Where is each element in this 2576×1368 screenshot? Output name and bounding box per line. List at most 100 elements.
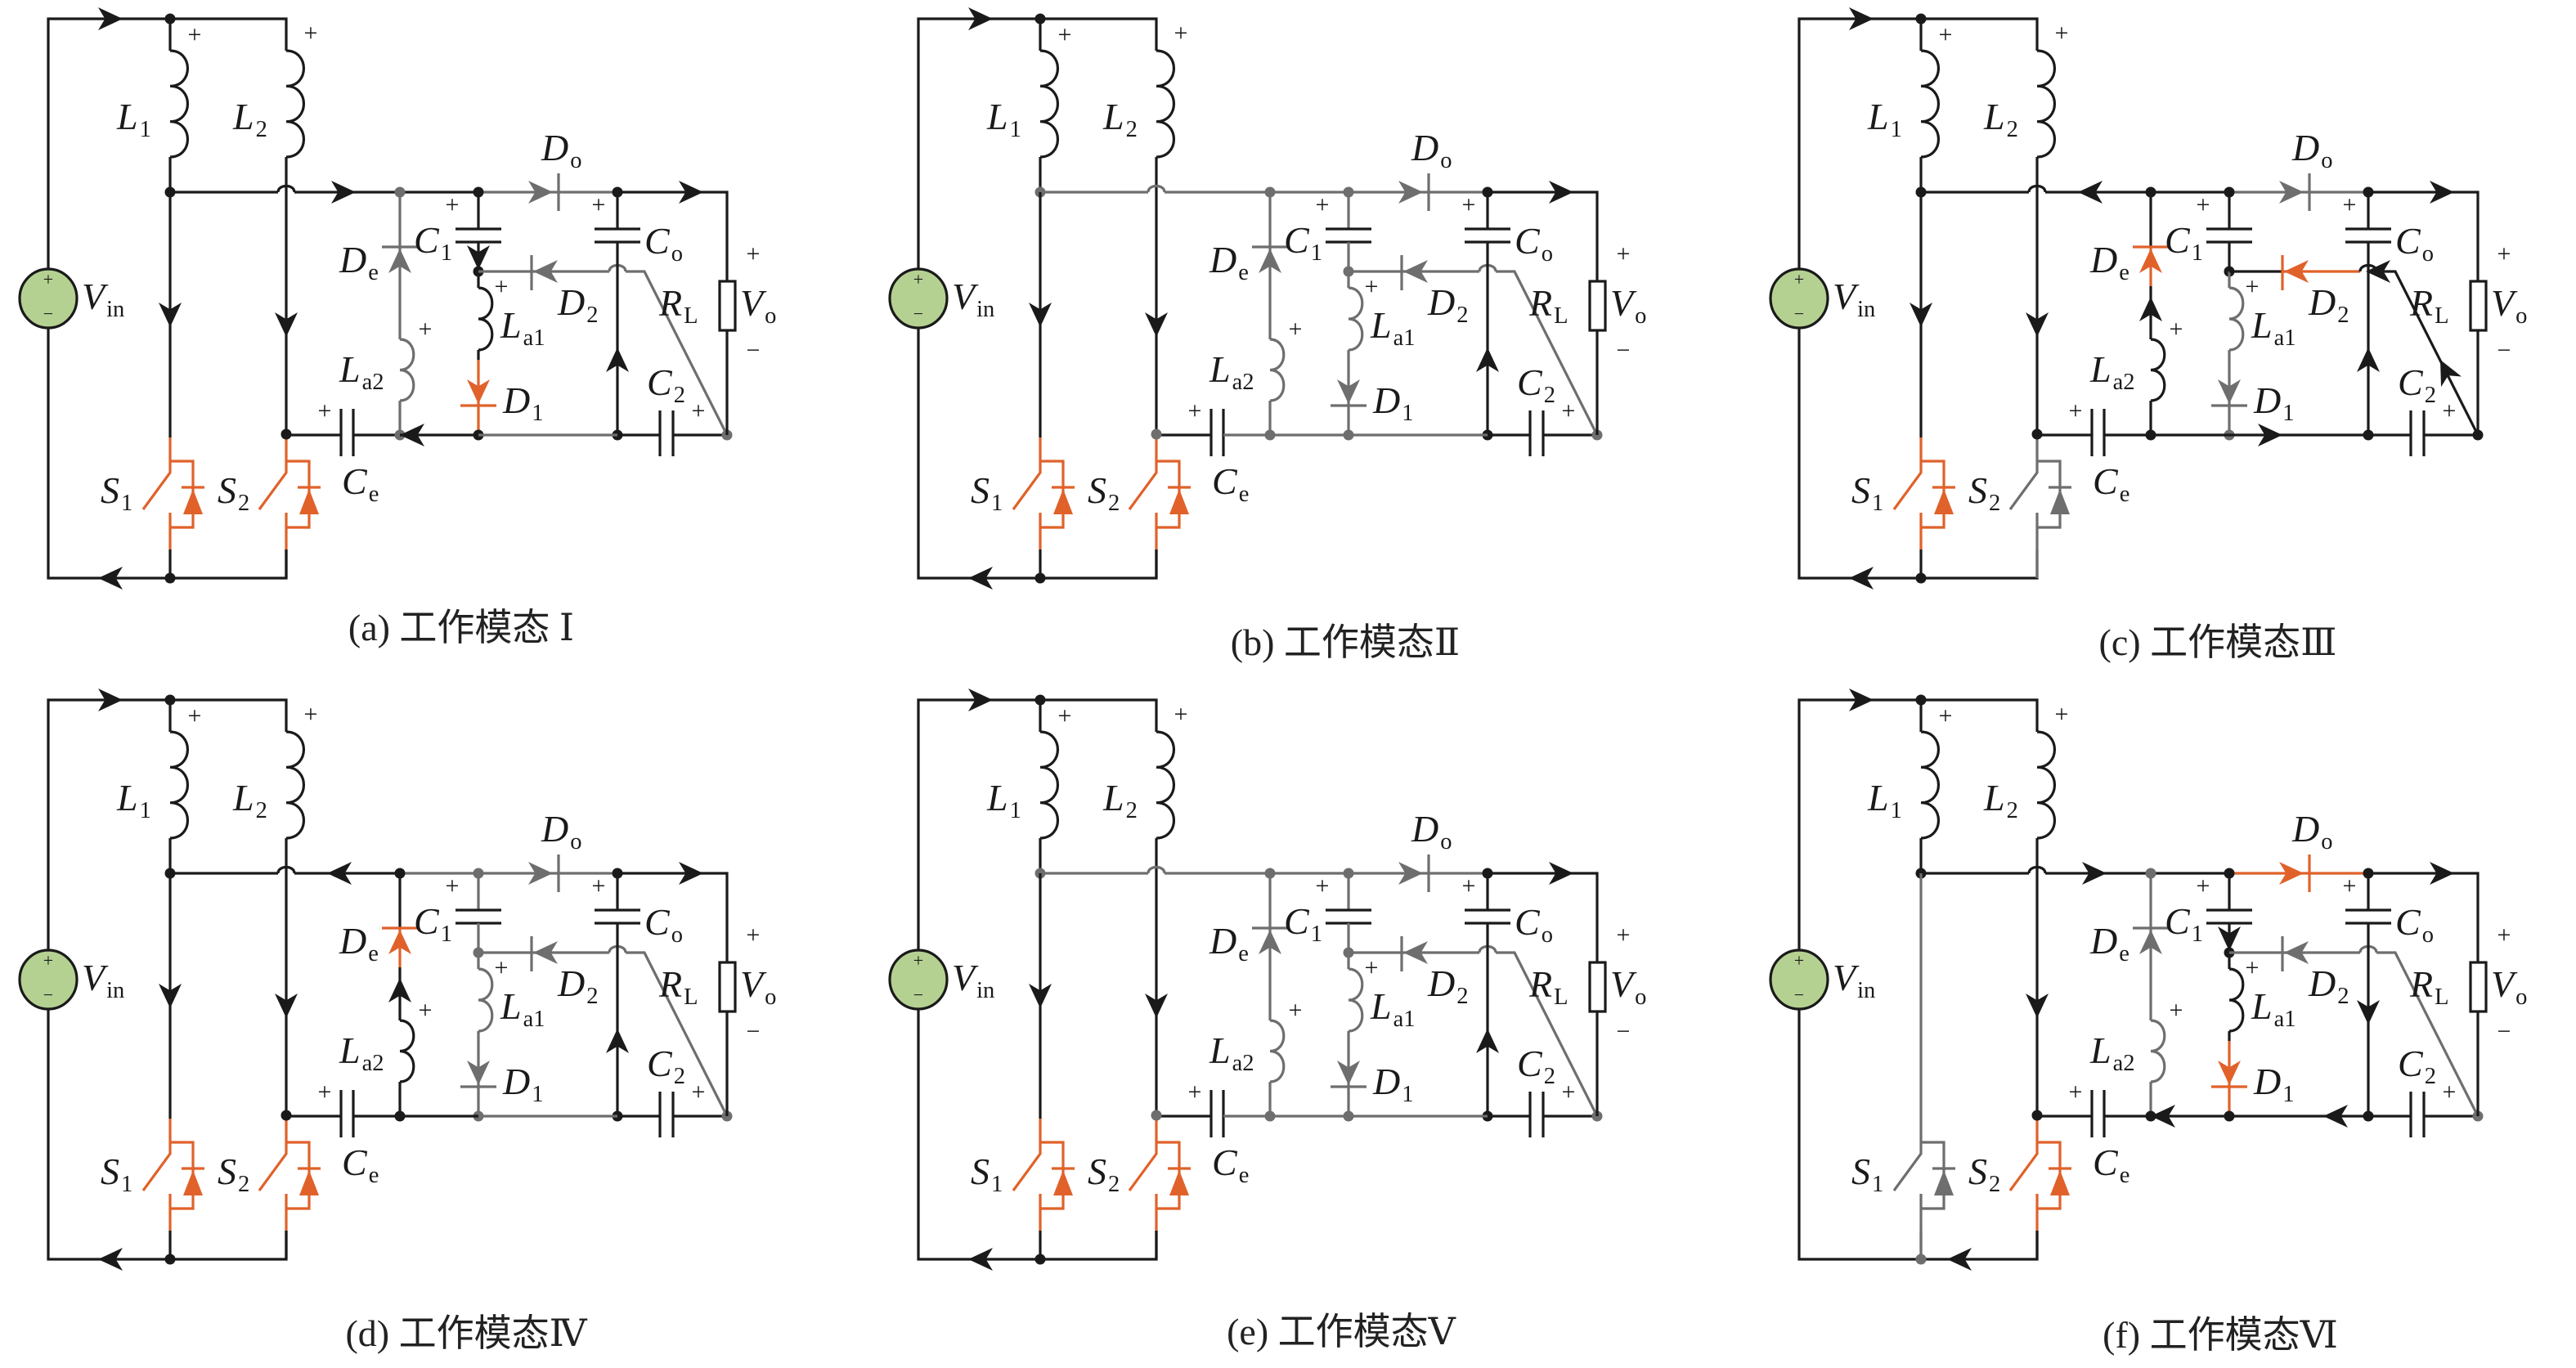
label-ce: Ce (1212, 460, 1249, 507)
resistor-rl-icon (2469, 961, 2488, 1013)
caption-mode-b: (b) 工作模态Ⅱ (1231, 621, 1460, 663)
label-d1: D1 (2253, 379, 2295, 426)
inductor-la2 (2150, 1019, 2166, 1083)
d2-diagonal-wire (2376, 951, 2480, 1117)
antiparallel-diode-loop (2037, 460, 2062, 529)
label-do: Do (541, 127, 582, 173)
vo-minus-sign: − (2497, 337, 2511, 364)
voltage-source-icon (1769, 949, 1829, 1011)
c1-plus-sign: + (1316, 872, 1330, 899)
node-ce (1151, 1110, 1162, 1121)
la2-plus-sign: + (419, 316, 433, 343)
current-arrow-d2 (2284, 260, 2309, 283)
switch-s2 (2008, 1115, 2071, 1259)
label-vo: Vo (2491, 282, 2527, 329)
la1-plus-sign: + (1365, 273, 1379, 300)
label-l1: L1 (986, 777, 1021, 823)
current-arrow-l2_down (1145, 312, 1168, 337)
current-arrow-top_in (968, 7, 993, 30)
antiparallel-diode-triangle (2050, 489, 2070, 514)
current-arrow-low_de (400, 424, 424, 446)
current-arrow-out_top (679, 862, 703, 885)
current-arrow-de (1259, 249, 1281, 273)
voltage-source-icon (18, 267, 79, 330)
current-arrow-d2 (533, 941, 558, 964)
current-arrow-d1 (1337, 379, 1360, 404)
antiparallel-diode-loop (2037, 1141, 2062, 1210)
la1-plus-sign: + (2246, 273, 2260, 300)
label-rl: RL (2409, 282, 2449, 329)
current-arrow-out_top (679, 181, 703, 204)
wire-crossover-hop (276, 865, 296, 874)
switch-blade (1128, 437, 1158, 510)
resistor-rl-icon (718, 961, 737, 1013)
output-top-wire (617, 872, 729, 962)
vo-plus-sign: + (747, 240, 761, 267)
label-l2: L2 (1983, 777, 2018, 823)
label-l2: L2 (232, 777, 267, 823)
vo-minus-sign: − (1617, 1018, 1631, 1045)
label-do: Do (2291, 808, 2333, 854)
vin-minus-sign: − (913, 985, 923, 1005)
label-do: Do (1411, 808, 1452, 854)
current-arrow-top_in (98, 7, 123, 30)
switch-s2 (2008, 434, 2071, 578)
wire-crossover-hop (2027, 865, 2047, 874)
label-s2: S2 (1968, 1150, 2000, 1197)
label-vo: Vo (740, 963, 776, 1010)
label-co: Co (1515, 220, 1553, 267)
label-l1: L1 (116, 777, 151, 823)
label-c2: C2 (2398, 361, 2436, 408)
label-la1: La1 (500, 985, 545, 1032)
label-la2: La2 (339, 1029, 384, 1076)
switch-blade (1128, 1119, 1158, 1191)
inductor-l1 (1920, 730, 1940, 840)
vo-plus-sign: + (2497, 240, 2511, 267)
inductor-l2 (1156, 730, 1175, 840)
label-l1: L1 (986, 96, 1021, 142)
node-ce (280, 1110, 292, 1121)
resistor-rl-icon (2469, 280, 2488, 332)
node-l1-top (1915, 13, 1927, 25)
co-plus-sign: + (2343, 191, 2357, 218)
current-arrow-bottom_out (1849, 567, 1874, 590)
current-arrow-la2_up (388, 978, 411, 1002)
resistor-rl-icon (1588, 280, 1607, 332)
current-arrow-mid_bus (2082, 862, 2107, 885)
current-arrow-de (2139, 930, 2162, 954)
co-plus-sign: + (1462, 191, 1476, 218)
current-arrow-d1 (2218, 379, 2241, 404)
label-la1: La1 (1370, 985, 1416, 1032)
input-bottom-wire (1797, 1008, 2039, 1261)
input-bottom-wire (1797, 327, 2039, 580)
current-arrow-co_up (1476, 348, 1499, 372)
wire-crossover-hop (1147, 184, 1166, 193)
node-ce (2031, 1110, 2043, 1121)
current-arrow-mid_bus (2078, 181, 2103, 204)
label-vo: Vo (1610, 963, 1646, 1010)
label-de: De (2089, 239, 2129, 285)
label-c2: C2 (647, 1043, 685, 1089)
wire-crossover-hop (276, 184, 296, 193)
node-l1-top (1915, 694, 1927, 706)
current-arrow-l1_down (1910, 303, 1932, 327)
current-arrow-mid_bus (331, 181, 356, 204)
ce-plus-sign: + (318, 397, 332, 424)
current-arrow-do (2279, 862, 2304, 885)
l2-plus-sign: + (1174, 701, 1188, 728)
current-arrow-d2_right (2366, 260, 2390, 283)
vin-plus-sign: + (1794, 950, 1804, 971)
d2-diagonal-wire (626, 270, 729, 436)
label-rl: RL (658, 282, 698, 329)
current-arrow-do (528, 862, 553, 885)
vin-plus-sign: + (913, 950, 923, 971)
d2-diagonal-wire (1496, 270, 1599, 436)
antiparallel-diode-triangle (2050, 1170, 2070, 1195)
current-arrow-de (388, 249, 411, 273)
label-s2: S2 (1968, 469, 2000, 516)
current-arrow-top_in (1849, 7, 1874, 30)
wire-crossover-hop (1147, 865, 1166, 874)
label-l2: L2 (1983, 96, 2018, 142)
